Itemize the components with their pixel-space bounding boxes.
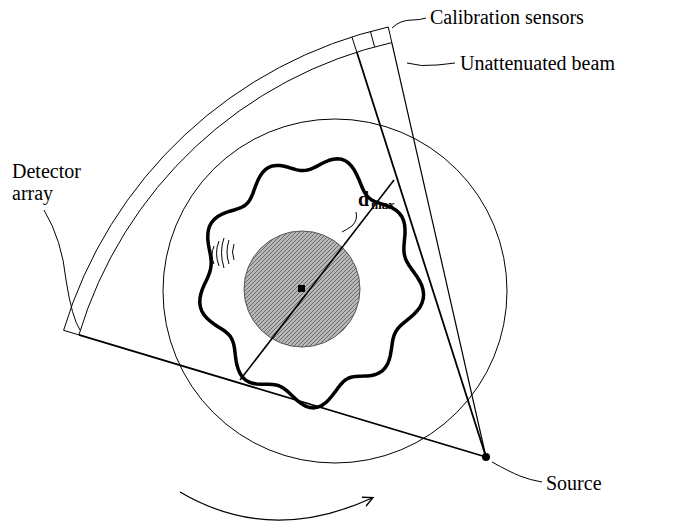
fan-edge-line [79,335,486,457]
inner-object [244,231,360,347]
calibration-leader [392,18,426,28]
dmax-subscript: max [371,198,395,212]
unattenuated-beam-line [357,52,486,457]
detector-label: Detector array [12,160,102,204]
center-dot [298,285,305,292]
calibration-label: Calibration sensors [430,6,584,28]
dmax-label: d [358,188,369,210]
beam-leader [407,63,455,66]
beam-label: Unattenuated beam [460,52,615,74]
x-ray-source [482,453,490,461]
rotation-arrow [180,492,372,520]
unattenuated-beam-line [392,43,486,457]
leader-lines [44,18,542,482]
source-label: Source [546,472,602,494]
dmax-leader [342,212,357,232]
hatch-marks [212,238,234,268]
source-leader [492,462,542,482]
detector-leader [44,210,80,330]
dmax-line [240,180,394,380]
calibration-sensors [352,31,375,52]
generated-strokes [64,27,486,457]
object-outline [200,159,424,408]
